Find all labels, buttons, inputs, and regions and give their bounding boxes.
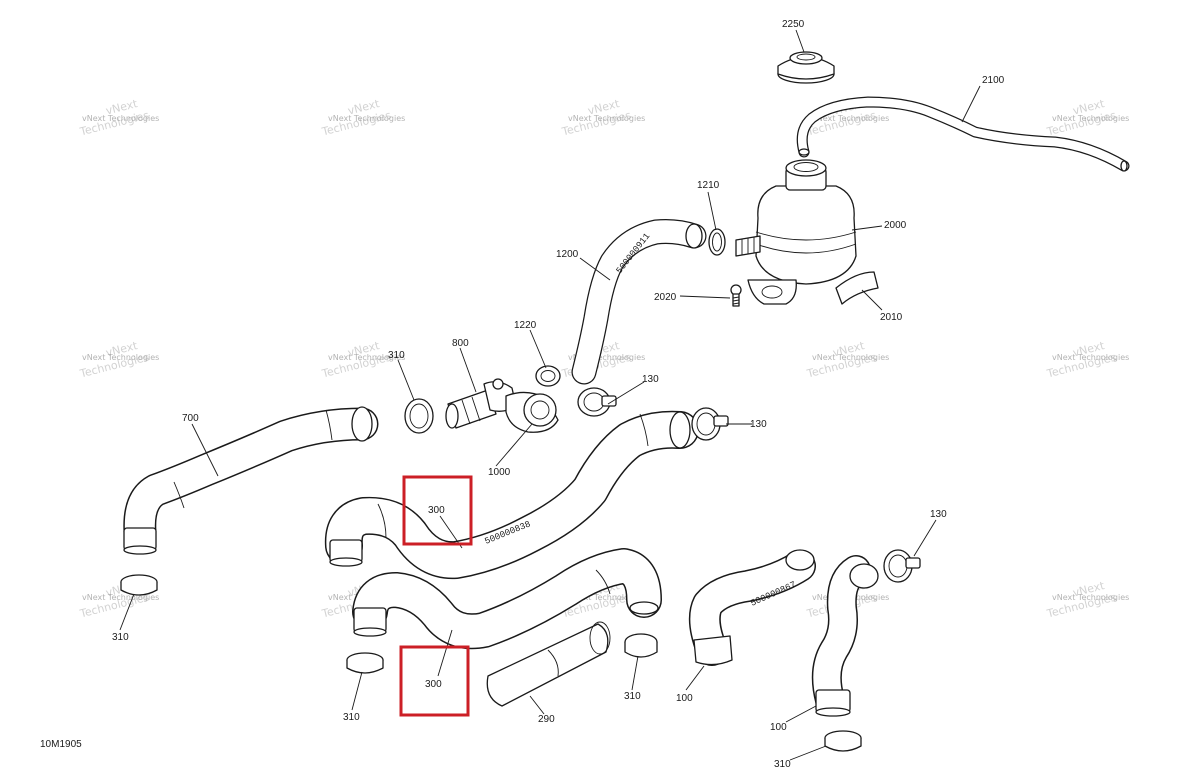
label-2020: 2020	[654, 292, 677, 303]
part-310-clamp-bottom[interactable]	[824, 730, 862, 752]
watermark-text-small: vNext Technologies	[1052, 114, 1129, 123]
label-2250: 2250	[782, 19, 805, 30]
part-100-hose-right[interactable]	[811, 555, 879, 717]
label-2010: 2010	[880, 312, 903, 323]
part-300-hose-lower[interactable]	[352, 548, 662, 650]
highlight-box-300-upper	[402, 475, 473, 546]
watermark-text-small: vNext Technologies	[82, 353, 159, 362]
watermark-text-small: vNext Technologies	[1052, 353, 1129, 362]
watermark-text-small: vNext Technologies	[82, 114, 159, 123]
part-290-sleeve[interactable]	[486, 621, 611, 707]
label-1220: 1220	[514, 320, 537, 331]
part-1000-outlet-housing[interactable]	[505, 391, 559, 433]
part-300-hose-upper[interactable]: 500000838	[324, 410, 699, 580]
label-290: 290	[538, 714, 555, 725]
part-1200-hose[interactable]: 500000911	[571, 219, 707, 385]
label-130-a: 130	[642, 374, 659, 385]
part-2020-screw[interactable]	[730, 284, 742, 307]
part-700-hose[interactable]	[123, 406, 379, 555]
part-1220-clamp[interactable]	[535, 365, 561, 387]
watermark-text-small: vNext Technologies	[812, 114, 889, 123]
label-2100: 2100	[982, 75, 1005, 86]
label-700: 700	[182, 413, 199, 424]
watermark-text-small: vNext Technologies	[568, 114, 645, 123]
label-310-mid: 310	[343, 712, 360, 723]
diagram-code: 10M1905	[40, 739, 82, 750]
part-310-clamp-mid[interactable]	[346, 652, 384, 674]
part-2250-cap[interactable]	[777, 51, 835, 84]
leader-lines	[119, 29, 981, 761]
label-1000: 1000	[488, 467, 511, 478]
part-310-clamp-top[interactable]	[404, 398, 434, 434]
label-800: 800	[452, 338, 469, 349]
part-130-clamp-a[interactable]	[577, 387, 617, 417]
label-2000: 2000	[884, 220, 907, 231]
label-310-top: 310	[388, 350, 405, 361]
part-2100-overflow-hose[interactable]	[796, 96, 1130, 172]
label-1200: 1200	[556, 249, 579, 260]
label-300-upper: 300	[428, 505, 445, 516]
watermark-text-small: vNext Technologies	[812, 353, 889, 362]
label-130-c: 130	[930, 509, 947, 520]
part-labels: 2250 2100 1210 2000 1200 2020 2010 1220 …	[40, 19, 1005, 770]
part-130-clamp-b[interactable]	[691, 407, 729, 441]
label-100-left: 100	[676, 693, 693, 704]
label-310-left: 310	[112, 632, 129, 643]
label-300-lower: 300	[425, 679, 442, 690]
label-130-b: 130	[750, 419, 767, 430]
label-100-right: 100	[770, 722, 787, 733]
watermark-text-small: vNext Technologies	[82, 593, 159, 602]
highlight-boxes	[399, 475, 473, 717]
label-310-bottom: 310	[774, 759, 791, 770]
part-310-clamp-right[interactable]	[624, 633, 658, 658]
part-130-clamp-c[interactable]	[883, 549, 921, 583]
part-2000-coolant-tank[interactable]	[735, 159, 857, 305]
watermark-text-small: vNext Technologies	[568, 353, 645, 362]
part-100-hose-left[interactable]: 500000867	[688, 549, 816, 666]
watermark-text-small: vNext Technologies	[568, 593, 645, 602]
watermark-text-small: vNext Technologies	[1052, 593, 1129, 602]
part-310-clamp-left[interactable]	[120, 574, 158, 596]
part-1210-clamp[interactable]	[708, 228, 726, 256]
watermark-text-small: vNext Technologies	[328, 353, 405, 362]
highlight-box-300-lower	[399, 645, 470, 717]
watermark-text-small: vNext Technologies	[328, 114, 405, 123]
label-310-right: 310	[624, 691, 641, 702]
label-1210: 1210	[697, 180, 720, 191]
part-2010-label-sticker[interactable]	[835, 271, 879, 305]
